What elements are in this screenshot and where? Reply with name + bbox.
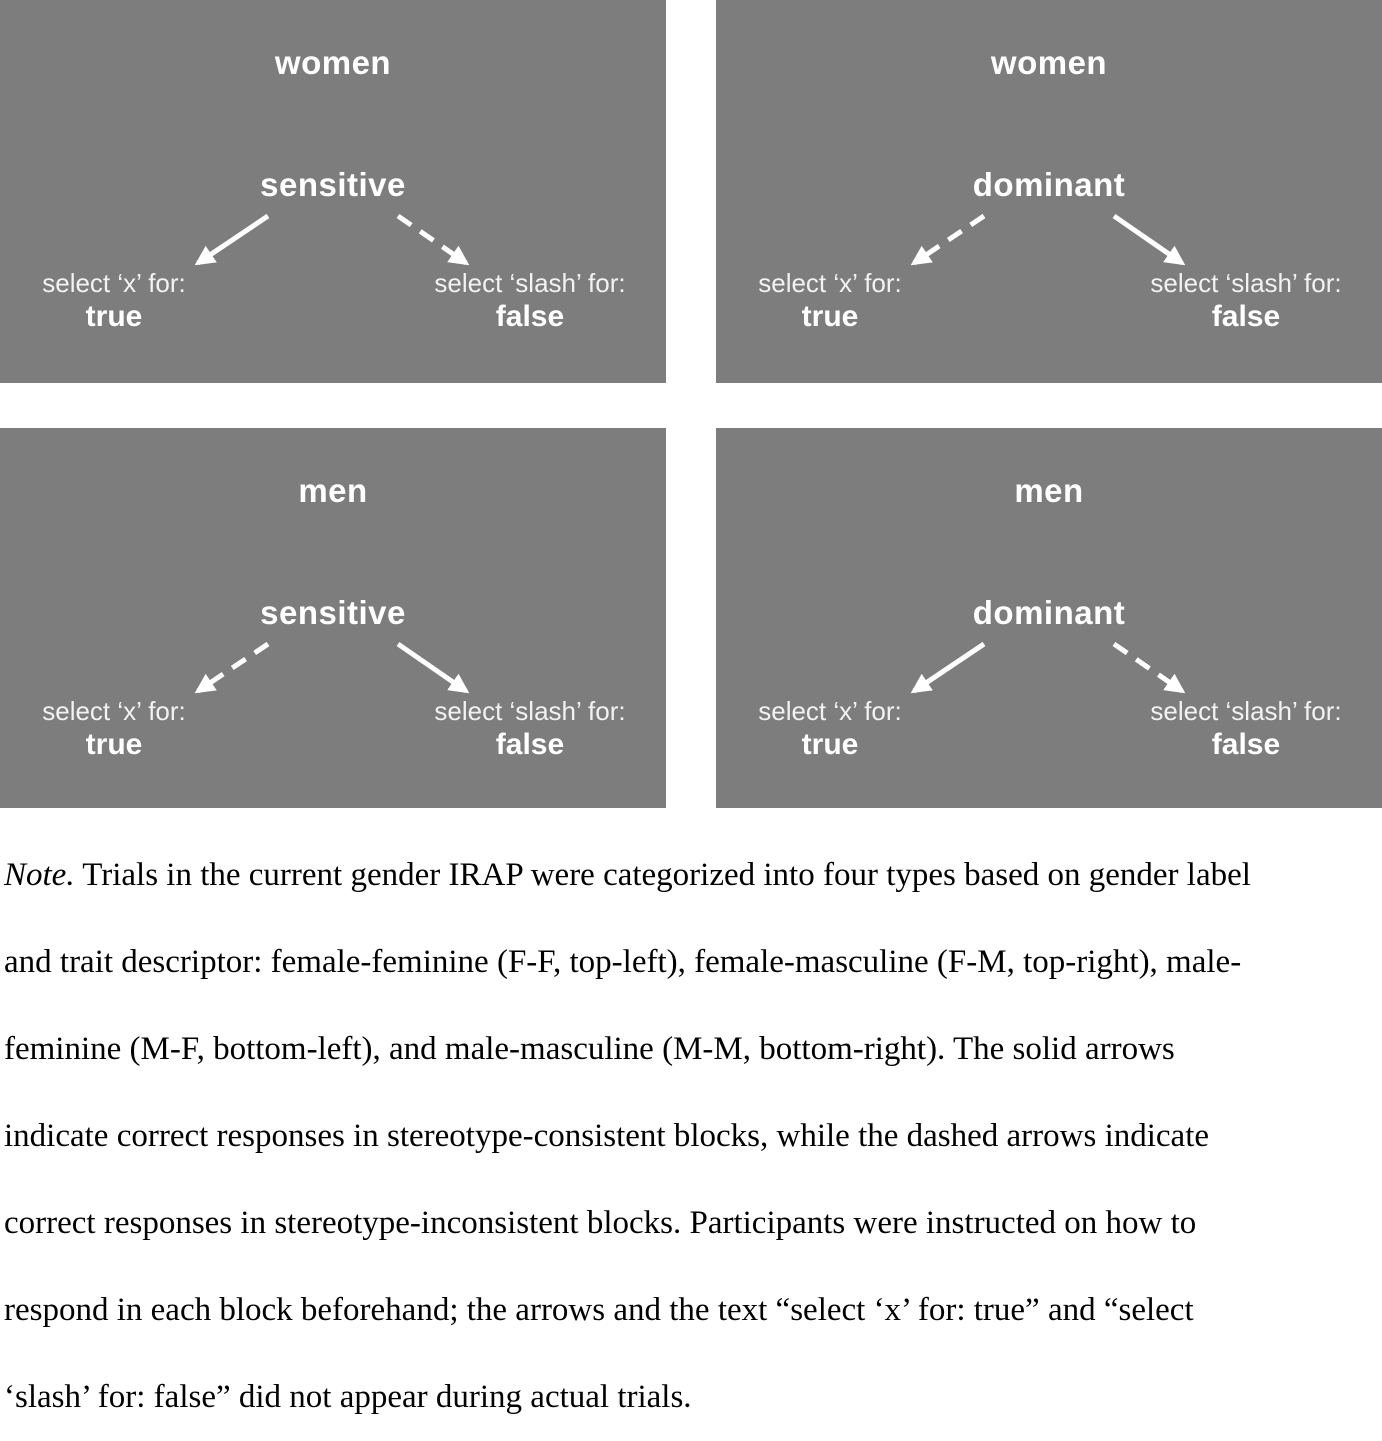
right-arrow: [1112, 641, 1186, 694]
arrows-layer: [194, 213, 470, 266]
trial-panel-top-right: women dominant select ‘x’ for: true sele…: [716, 0, 1382, 383]
left-arrow: [910, 641, 986, 694]
right-arrow: [396, 641, 470, 694]
caption-line-7: ‘slash’ for: false” did not appear durin…: [4, 1379, 692, 1415]
caption-line-1: Note. Trials in the current gender IRAP …: [4, 832, 1378, 919]
gender-label: women: [274, 44, 392, 81]
note-label: Note.: [4, 857, 75, 893]
response-option-true: select ‘x’ for: true: [716, 268, 944, 334]
select-instruction: select ‘x’ for:: [42, 268, 186, 298]
trial-panel-top-left: women sensitive select ‘x’ for: true sel…: [0, 0, 666, 383]
select-instruction: select ‘slash’ for:: [1150, 696, 1342, 726]
caption-line-2: and trait descriptor: female‑feminine (F…: [4, 944, 1242, 980]
response-value: false: [495, 300, 565, 333]
caption-line-5: correct responses in stereotype-inconsis…: [4, 1205, 1197, 1241]
response-value: false: [1211, 300, 1281, 333]
figure-caption: Note. Trials in the current gender IRAP …: [4, 832, 1378, 1441]
gender-label: men: [298, 472, 368, 509]
trial-panel-bottom-right: men dominant select ‘x’ for: true select…: [716, 428, 1382, 808]
trial-panel-bottom-left: men sensitive select ‘x’ for: true selec…: [0, 428, 666, 808]
response-value: true: [801, 728, 859, 761]
response-option-true: select ‘x’ for: true: [0, 696, 228, 762]
response-option-false: select ‘slash’ for: false: [1124, 268, 1368, 334]
caption-line-6: respond in each block beforehand; the ar…: [4, 1292, 1194, 1328]
arrows-layer: [910, 641, 1186, 694]
response-option-true: select ‘x’ for: true: [0, 268, 228, 334]
response-value: true: [85, 300, 143, 333]
left-arrow: [910, 213, 986, 266]
caption-line-4: indicate correct responses in stereotype…: [4, 1118, 1210, 1154]
response-option-false: select ‘slash’ for: false: [408, 268, 652, 334]
trait-label: sensitive: [260, 594, 406, 631]
left-arrow: [194, 641, 270, 694]
select-instruction: select ‘slash’ for:: [434, 696, 626, 726]
right-arrow: [1112, 213, 1186, 266]
trait-label: dominant: [972, 594, 1126, 631]
arrows-layer: [194, 641, 470, 694]
select-instruction: select ‘x’ for:: [758, 696, 902, 726]
response-value: false: [1211, 728, 1281, 761]
select-instruction: select ‘x’ for:: [758, 268, 902, 298]
caption-text: Trials in the current gender IRAP were c…: [74, 857, 1251, 893]
response-value: false: [495, 728, 565, 761]
select-instruction: select ‘slash’ for:: [434, 268, 626, 298]
gender-label: women: [990, 44, 1108, 81]
select-instruction: select ‘slash’ for:: [1150, 268, 1342, 298]
left-arrow: [194, 213, 270, 266]
response-option-true: select ‘x’ for: true: [716, 696, 944, 762]
gender-label: men: [1014, 472, 1084, 509]
response-option-false: select ‘slash’ for: false: [1124, 696, 1368, 762]
response-option-false: select ‘slash’ for: false: [408, 696, 652, 762]
response-value: true: [85, 728, 143, 761]
select-instruction: select ‘x’ for:: [42, 696, 186, 726]
caption-line-3: feminine (M‑F, bottom-left), and male‑ma…: [4, 1031, 1175, 1067]
trait-label: dominant: [972, 166, 1126, 203]
right-arrow: [396, 213, 470, 266]
trait-label: sensitive: [260, 166, 406, 203]
arrows-layer: [910, 213, 1186, 266]
response-value: true: [801, 300, 859, 333]
